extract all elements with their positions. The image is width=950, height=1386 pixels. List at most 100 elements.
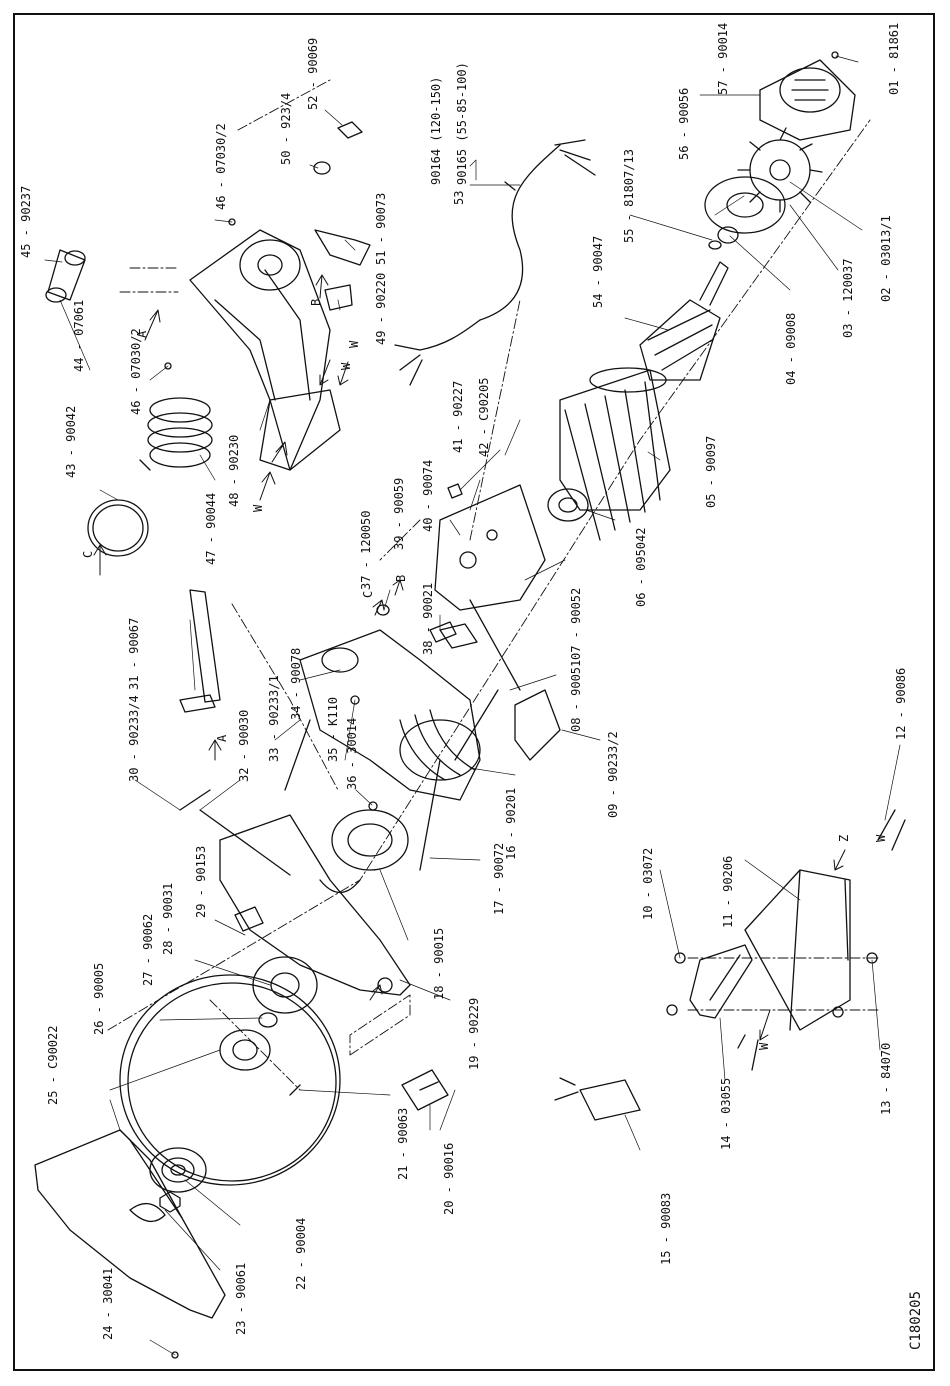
label-p35: 35 - K110 (326, 697, 340, 762)
label-p46b: 46 - 07030/2 (129, 328, 143, 415)
marker-c-1: C (81, 551, 95, 558)
label-p40: 40 - 90074 (421, 460, 435, 532)
label-p48: 48 - 90230 (227, 435, 241, 507)
label-p05: 05 - 90097 (704, 436, 718, 508)
marker-w-2: W (347, 340, 361, 348)
marker-w-1: W (251, 504, 265, 512)
label-p57: 57 - 90014 (716, 23, 730, 95)
roller-90237 (45, 249, 86, 303)
marker-z: Z (837, 835, 851, 842)
marker-b-1: B (309, 299, 323, 306)
label-cable-option2: 90165 (55-85-100) (455, 62, 469, 185)
brushes-90016 (289, 1069, 449, 1111)
label-p24: 24 - 30041 (101, 1268, 115, 1340)
cable-53 (394, 139, 596, 386)
label-p43: 43 - 90042 (64, 406, 78, 478)
label-p12: 12 - 90086 (894, 668, 908, 740)
label-p41: 41 - 90227 (451, 381, 465, 453)
label-p04: 04 - 09008 (784, 313, 798, 385)
handle-90233-2 (514, 689, 561, 761)
flange-90004 (149, 1147, 207, 1213)
label-p47: 47 - 90044 (204, 493, 218, 565)
label-p29: 29 - 90153 (194, 846, 208, 918)
label-p54: 54 - 90047 (591, 236, 605, 308)
part-labels: 01 - 81861 02 - 03013/1 03 - 120037 04 -… (19, 23, 924, 1350)
label-p11: 11 - 90206 (721, 856, 735, 928)
endshield-90056 (704, 176, 786, 250)
label-p55: 55 - 81807/13 (622, 149, 636, 243)
marker-w-3: W (339, 362, 353, 370)
guard-90206 (744, 869, 851, 1031)
label-p28: 28 - 90031 (161, 883, 175, 955)
label-p02: 02 - 03013/1 (879, 215, 893, 302)
label-p16: 16 - 90201 (504, 788, 518, 860)
label-p15: 15 - 90083 (659, 1193, 673, 1265)
plate-90059 (434, 484, 546, 611)
label-p09: 09 - 90233/2 (606, 731, 620, 818)
label-p37: 37 - 120050 (359, 511, 373, 590)
marker-w-5: W (874, 834, 888, 842)
label-p17: 17 - 90072 (492, 843, 506, 915)
capacitor-90083 (554, 1077, 641, 1121)
flange-90015 (319, 809, 409, 894)
bearing-095042 (547, 488, 589, 522)
marker-b-2: B (394, 575, 408, 582)
knob-parts (164, 121, 371, 370)
label-p10: 10 - 03072 (641, 848, 655, 920)
rods (179, 599, 521, 876)
arm-90230 (189, 229, 341, 471)
label-p21: 21 - 90063 (396, 1108, 410, 1180)
label-cable-option1: 90164 (120-150) (429, 77, 443, 185)
label-p19: 19 - 90229 (467, 998, 481, 1070)
label-p33: 33 - 90233/1 (267, 675, 281, 762)
label-cable-number: 53 (452, 191, 466, 205)
cover-c90022 (34, 1129, 226, 1359)
rotor-90047 (639, 261, 729, 381)
ring-90042 (87, 499, 149, 557)
label-p23: 23 - 90061 (234, 1263, 248, 1335)
housing-90201 (299, 623, 481, 801)
label-p01: 01 - 81861 (887, 23, 901, 95)
label-p32: 32 - 90030 (237, 710, 251, 782)
label-p50: 50 - 923/4 (279, 93, 293, 165)
label-p27: 27 - 90062 (141, 914, 155, 986)
bolt-90067 (179, 589, 221, 713)
spring-90044 (139, 397, 213, 471)
marker-w-4: W (757, 1042, 771, 1050)
label-p44: 44 - 07061 (72, 300, 86, 372)
label-p03: 03 - 120037 (841, 259, 855, 338)
label-p51: 51 - 90073 (374, 193, 388, 265)
view-arrows (93, 274, 846, 1041)
label-p38: 38 - 90021 (421, 583, 435, 655)
label-p45: 45 - 90237 (19, 186, 33, 258)
stator-90097 (559, 367, 671, 541)
fan-cover-90014 (759, 51, 856, 141)
blade-90005 (119, 974, 341, 1186)
label-p20: 20 - 90016 (442, 1143, 456, 1215)
label-p56: 56 - 90056 (677, 88, 691, 160)
label-p36: 36 - 30014 (345, 718, 359, 790)
label-p18: 18 - 90015 (432, 928, 446, 1000)
plate-90031 (252, 956, 318, 1014)
label-p34: 34 - 90078 (289, 648, 303, 720)
center-lines (107, 79, 879, 1091)
label-p26: 26 - 90005 (92, 963, 106, 1035)
label-p31: 31 - 90067 (127, 618, 141, 690)
label-p49: 49 - 90220 (374, 273, 388, 345)
marker-a-1: A (135, 330, 149, 338)
label-p22: 22 - 90004 (294, 1218, 308, 1290)
label-p39: 39 - 90059 (392, 478, 406, 550)
fan-03013-1 (737, 127, 823, 213)
leader-lines (44, 55, 901, 1356)
guard-arm-90229 (219, 814, 411, 996)
label-p14: 14 - 03055 (719, 1078, 733, 1150)
marker-c-2: C (361, 591, 375, 598)
label-p13: 13 - 84070 (879, 1043, 893, 1115)
label-p25: 25 - C90022 (46, 1026, 60, 1105)
drawing-code: C180205 (908, 1291, 924, 1350)
handle-03055 (689, 944, 753, 1019)
label-p42: 42 - C90205 (477, 378, 491, 457)
drawing-frame (13, 13, 935, 1371)
label-p07: 07 - 90052 (569, 588, 583, 660)
